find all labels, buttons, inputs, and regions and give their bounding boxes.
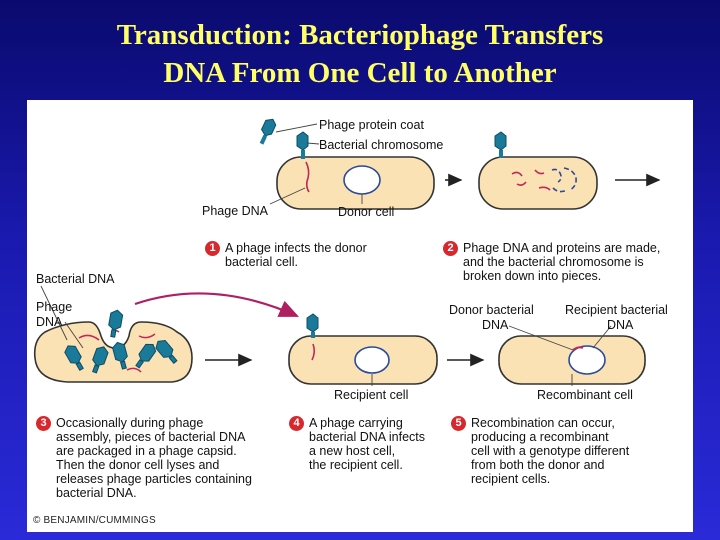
recipient-cell [288,335,438,385]
donor-cell [276,156,435,210]
label-phage-dna-left-1: Phage [36,300,73,314]
label-bacterial-dna: Bacterial DNA [36,272,115,286]
label-donor-bacterial-dna-1: Donor bacterial [449,303,534,317]
step-4: 4 A phage carrying bacterial DNA infects… [289,416,449,478]
phage-dna-strand [305,161,310,193]
step-2: 2 Phage DNA and proteins are made, and t… [443,241,691,287]
phage-free-icon [259,118,277,145]
step-1-badge: 1 [205,241,220,256]
transduction-diagram [33,118,661,386]
label-donor-cell: Donor cell [338,205,395,219]
phage-attached-icon [296,131,309,159]
label-recipient-bacterial-dna-2: DNA [607,318,634,332]
bacterial-chromosome [343,165,381,195]
label-recipient-cell: Recipient cell [334,388,409,402]
title-line-2: DNA From One Cell to Another [163,57,557,89]
label-phage-dna: Phage DNA [202,204,269,218]
transduction-figure: Phage protein coat Bacterial chromosome … [27,100,693,532]
step-5-badge: 5 [451,416,466,431]
label-recombinant-cell: Recombinant cell [537,388,633,402]
phage-on-infected-icon [494,131,507,158]
label-bacterial-chromosome: Bacterial chromosome [319,138,444,152]
step-1-text: A phage infects the donor bacterial cell… [225,241,367,269]
step-4-badge: 4 [289,416,304,431]
step-1: 1 A phage infects the donor bacterial ce… [205,241,435,273]
step-2-text: Phage DNA and proteins are made, and the… [463,241,661,283]
copyright-notice: © BENJAMIN/CUMMINGS [33,515,156,526]
step-3: 3 Occasionally during phage assembly, pi… [36,416,286,508]
phage-on-recipient-icon [306,313,319,338]
label-phage-protein-coat: Phage protein coat [319,118,424,132]
step-3-badge: 3 [36,416,51,431]
label-donor-bacterial-dna-2: DNA [482,318,509,332]
recombinant-cell [498,335,646,385]
label-phage-dna-left-2: DNA [36,315,63,329]
step-2-badge: 2 [443,241,458,256]
infected-cell [478,156,598,210]
slide-title: Transduction: Bacteriophage Transfers DN… [0,16,720,92]
title-line-1: Transduction: Bacteriophage Transfers [116,19,604,51]
step-3-text: Occasionally during phage assembly, piec… [56,416,252,500]
step-4-text: A phage carrying bacterial DNA infects a… [309,416,426,472]
step-5-text: Recombination can occur, producing a rec… [471,416,630,486]
step-5: 5 Recombination can occur, producing a r… [451,416,681,492]
curved-transfer-arrow [134,292,300,318]
label-recipient-bacterial-dna-1: Recipient bacterial [565,303,668,317]
released-phages-icon [64,309,178,374]
